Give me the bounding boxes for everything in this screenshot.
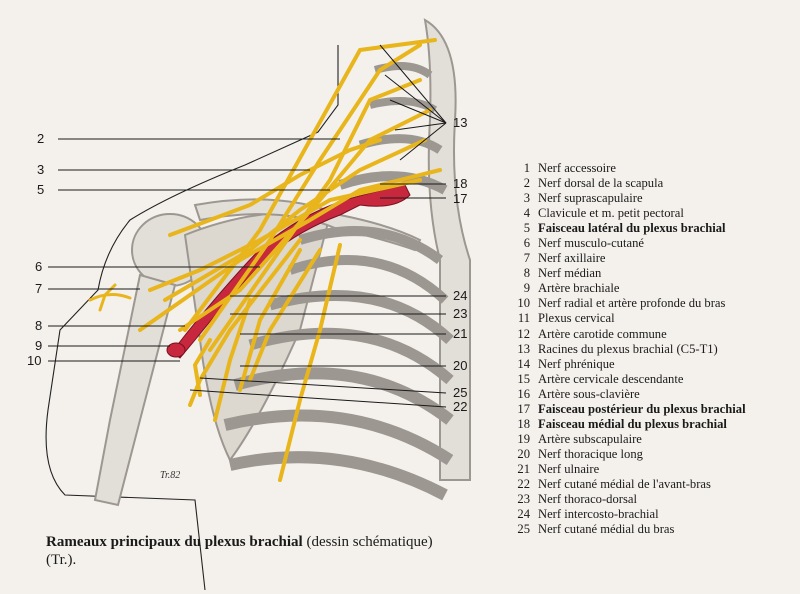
label-22: 22 <box>453 399 468 414</box>
figure-caption: Rameaux principaux du plexus brachial (d… <box>46 533 486 569</box>
label-7: 7 <box>35 281 43 296</box>
nerves <box>88 38 442 482</box>
artist-signature: Tr.82 <box>160 470 181 481</box>
label-25: 25 <box>453 385 468 400</box>
label-2: 2 <box>37 131 45 146</box>
caption-credit: (Tr.). <box>46 552 77 568</box>
leader-lines <box>48 44 447 408</box>
label-8: 8 <box>35 318 43 333</box>
caption-subtitle: (dessin schématique) <box>302 534 433 550</box>
label-24: 24 <box>453 288 468 303</box>
caption-title: Rameaux principaux du plexus brachial <box>46 534 303 550</box>
label-6: 6 <box>35 259 43 274</box>
label-20: 20 <box>453 358 468 373</box>
label-18: 18 <box>453 176 468 191</box>
label-13: 13 <box>453 115 468 130</box>
label-10: 10 <box>27 353 42 368</box>
label-5: 5 <box>37 182 45 197</box>
label-21: 21 <box>453 326 468 341</box>
label-17: 17 <box>453 191 468 206</box>
label-23: 23 <box>453 306 468 321</box>
label-9: 9 <box>35 338 43 353</box>
label-3: 3 <box>37 162 45 177</box>
